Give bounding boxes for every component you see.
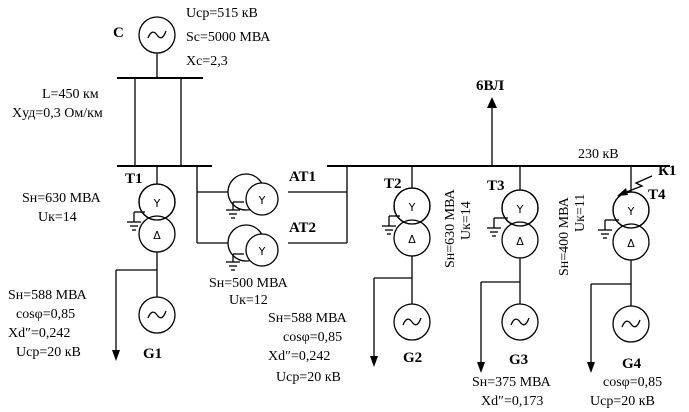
transmission-line: L=450 км Xуд=0,3 Ом/км (12, 77, 203, 166)
g1-voltage: Uср=20 кВ (16, 345, 81, 360)
generator-g4: G4 cosφ=0,85 Uср=20 кВ (587, 260, 662, 409)
g1-rated-power: Sн=588 МВА (8, 288, 88, 303)
delta-winding-icon: Δ (408, 233, 416, 246)
system-power: Sс=5000 МВА (186, 30, 271, 45)
transformer-t4: Y Δ Т4 К1 (598, 163, 676, 261)
t3-impedance: Uк=11 (573, 194, 588, 232)
bus-voltage: 230 кВ (578, 147, 619, 162)
system-voltage: Uср=515 кВ (186, 6, 258, 21)
g4-voltage: Uср=20 кВ (590, 394, 655, 409)
g4-label: G4 (622, 356, 642, 372)
star-winding-icon: Y (408, 201, 416, 214)
t1-rated-power: Sн=630 МВА (22, 191, 102, 206)
t3-label: Т3 (487, 178, 505, 194)
sine-icon (621, 319, 641, 328)
at-impedance: Uк=12 (229, 293, 268, 308)
star-winding-icon: Y (153, 197, 161, 210)
g4-power-factor: cosφ=0,85 (603, 375, 662, 390)
system-name: С (113, 25, 124, 41)
g2-voltage: Uср=20 кВ (276, 370, 341, 385)
outgoing-lines-label: 6ВЛ (476, 78, 504, 94)
arrow-down-icon (370, 356, 378, 367)
t2-rated-power: Sн=630 МВА (443, 188, 458, 268)
g2-label: G2 (403, 350, 422, 366)
fault-lightning-icon (620, 175, 653, 195)
main-bus: 230 кВ 6ВЛ (117, 78, 670, 167)
arrow-down-icon (587, 362, 595, 373)
t4-label: Т4 (648, 187, 666, 203)
g1-label: G1 (143, 346, 162, 362)
star-winding-icon: Y (258, 194, 266, 207)
t2-label: Т2 (384, 176, 402, 192)
t2-impedance: Uк=14 (459, 201, 474, 240)
system-reactance: Xс=2,3 (186, 54, 228, 69)
transformer-t2: Y Δ Т2 Sн=630 МВА Uк=14 (382, 166, 474, 268)
sine-icon (147, 310, 167, 319)
g3-label: G3 (509, 352, 528, 368)
sine-icon (510, 317, 530, 326)
t3-rated-power: Sн=400 МВА (557, 196, 572, 276)
delta-winding-icon: Δ (627, 237, 635, 250)
generator-g1: G1 Sн=588 МВА cosφ=0,85 Xd″=0,242 Uср=20… (8, 252, 176, 362)
line-reactance: Xуд=0,3 Ом/км (12, 106, 103, 121)
at2-label: АТ2 (289, 220, 316, 236)
arrow-down-icon (477, 362, 485, 373)
line-length: L=450 км (42, 87, 99, 102)
t1-impedance: Uк=14 (38, 210, 77, 225)
at-rated-power: Sн=500 МВА (209, 276, 289, 291)
transformer-t3: Y Δ Т3 Sн=400 МВА Uк=11 (487, 166, 588, 276)
transformer-t1: Y Δ Т1 Sн=630 МВА Uк=14 (22, 166, 176, 253)
at2-winding-2 (245, 233, 279, 267)
g1-power-factor: cosφ=0,85 (16, 307, 75, 322)
autotransformers: Y АТ1 Y АТ2 Sн=500 МВА Uк=12 (196, 166, 348, 308)
sine-icon (402, 317, 422, 326)
g3-rated-power: Sн=375 МВА (472, 375, 552, 390)
at1-label: АТ1 (289, 169, 316, 185)
arrow-up-icon (487, 97, 497, 108)
sine-icon (147, 30, 167, 39)
star-winding-icon: Y (627, 205, 635, 218)
t1-label: Т1 (125, 171, 143, 187)
delta-winding-icon: Δ (516, 235, 524, 248)
delta-winding-icon: Δ (153, 229, 161, 242)
at1-winding-2 (245, 182, 279, 216)
g2-rated-power: Sн=588 МВА (268, 311, 348, 326)
g2-power-factor: cosφ=0,85 (283, 330, 342, 345)
star-winding-icon: Y (258, 245, 266, 258)
system-source: С Uср=515 кВ Sс=5000 МВА Xс=2,3 (113, 6, 271, 78)
fault-point-label: К1 (658, 163, 676, 179)
g3-reactance: Xd″=0,173 (481, 394, 543, 409)
g1-reactance: Xd″=0,242 (8, 326, 70, 341)
generator-g3: G3 Sн=375 МВА Xd″=0,173 (472, 258, 552, 409)
g2-reactance: Xd″=0,242 (268, 349, 330, 364)
star-winding-icon: Y (516, 203, 524, 216)
generator-g2: G2 Sн=588 МВА cosφ=0,85 Xd″=0,242 Uср=20… (268, 256, 431, 385)
arrow-down-icon (112, 350, 120, 361)
